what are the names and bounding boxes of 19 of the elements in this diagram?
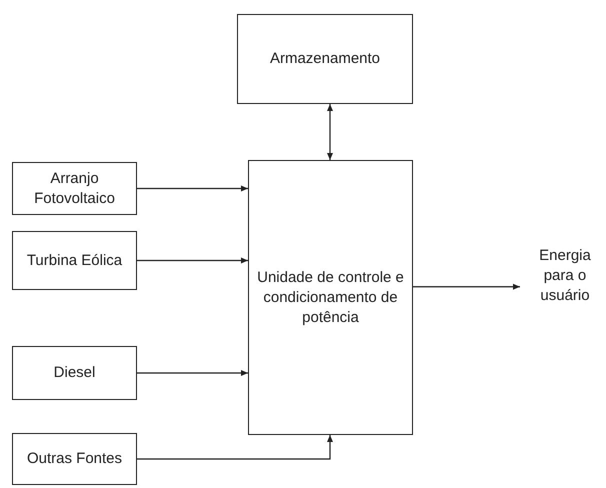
process-box <box>12 162 137 215</box>
process-box <box>12 433 137 485</box>
node-text: Unidade de controle e condicionamento de potência <box>256 268 405 328</box>
process-box <box>248 160 413 435</box>
node-text: Diesel <box>52 363 96 383</box>
arrow <box>137 435 333 460</box>
arrow <box>327 104 333 160</box>
arrow <box>137 186 248 192</box>
arrow <box>137 258 248 264</box>
node-text: Outras Fontes <box>26 449 124 469</box>
node-text: Armazenamento <box>268 49 382 69</box>
process-box <box>12 231 137 290</box>
node-text: Energia para o usuário <box>538 246 592 306</box>
process-box <box>12 346 137 400</box>
arrow <box>413 284 520 290</box>
process-box <box>237 14 413 104</box>
node-text: Arranjo Fotovoltaico <box>33 168 116 208</box>
arrow <box>137 370 248 376</box>
node-text: Turbina Eólica <box>26 250 124 270</box>
